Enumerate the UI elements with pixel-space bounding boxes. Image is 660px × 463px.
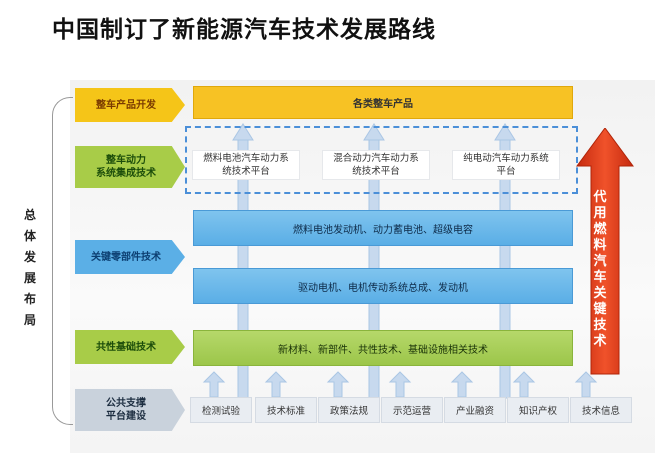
common-tech-bar: 新材料、新部件、共性技术、基础设施相关技术 [193,330,573,366]
row-label-vehicle: 整车产品开发 [75,88,185,122]
vehicle-products-bar: 各类整车产品 [193,86,573,119]
platform-fuel-cell: 燃料电池汽车动力系统技术平台 [192,150,300,180]
powertrain-group [185,126,578,194]
arrow-up-icon [326,371,350,398]
side-label: 总体发展布局 [23,208,36,327]
arrow-up-icon [388,371,412,398]
row-label-platform: 公共支撑 平台建设 [75,389,185,431]
row-label-common: 共性基础技术 [75,330,185,364]
arrow-up-icon [512,371,536,398]
base-item: 知识产权 [507,397,569,423]
big-red-arrow-icon [576,128,634,375]
big-arrow-label: 代用燃料汽车关键技术 [593,190,607,349]
components-bar-2: 驱动电机、电机传动系统总成、发动机 [193,268,573,304]
base-item: 政策法规 [318,397,380,423]
base-item: 示范运营 [381,397,443,423]
components-bar-1: 燃料电池发动机、动力蓄电池、超级电容 [193,210,573,246]
row-label-components: 关键零部件技术 [75,240,185,274]
arrow-up-icon [264,371,288,398]
page-title: 中国制订了新能源汽车技术发展路线 [52,17,436,43]
arrow-up-icon [202,371,226,398]
base-item: 技术标准 [255,397,317,423]
base-item: 技术信息 [570,397,632,423]
base-item: 产业融资 [444,397,506,423]
arrow-up-icon [574,371,598,398]
platform-electric: 纯电动汽车动力系统平台 [452,150,560,180]
arrow-up-icon [450,371,474,398]
platform-hybrid: 混合动力汽车动力系统技术平台 [322,150,430,180]
row-label-powertrain: 整车动力 系统集成技术 [75,146,185,188]
base-item: 检测试验 [190,397,252,423]
